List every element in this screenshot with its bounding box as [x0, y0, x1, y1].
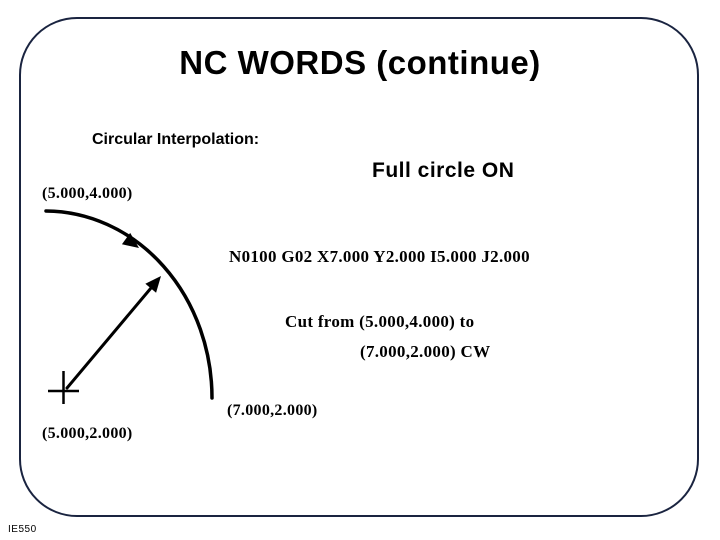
end-point-label: (7.000,2.000) [227, 402, 318, 419]
page-title: NC WORDS (continue) [179, 44, 541, 81]
slide-border-frame [19, 17, 699, 517]
cut-description-line2: (7.000,2.000) CW [360, 342, 491, 361]
start-point-label: (5.000,4.000) [42, 185, 133, 202]
cut-description-line1: Cut from (5.000,4.000) to [285, 312, 475, 331]
section-heading: Circular Interpolation: [92, 131, 260, 148]
footer-course-code: IE550 [8, 524, 37, 535]
nc-code-line: N0100 G02 X7.000 Y2.000 I5.000 J2.000 [229, 247, 530, 266]
full-circle-callout: Full circle ON [372, 159, 515, 182]
center-point-label: (5.000,2.000) [42, 425, 133, 442]
